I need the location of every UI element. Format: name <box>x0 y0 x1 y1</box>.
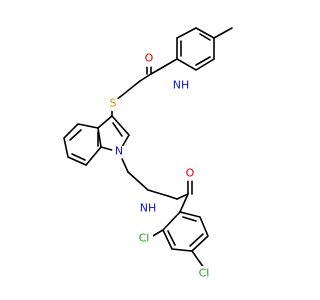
chlorine-label-ortho: Cl <box>139 232 150 245</box>
oxygen-label-top: O <box>145 52 154 65</box>
sulfur-label: S <box>110 97 117 110</box>
structure-diagram: O NH S N NH O Cl Cl <box>63 27 233 280</box>
nitrogen-label-indole: N <box>115 145 123 158</box>
oxygen-label-bottom: O <box>186 167 195 180</box>
nh-label-top: NH <box>173 79 190 92</box>
tolyl-ring <box>176 27 215 71</box>
methyl-bond <box>213 27 233 39</box>
chlorine-label-para: Cl <box>199 267 210 280</box>
nh-label-bottom: NH <box>140 202 157 215</box>
atom-labels: O NH S N NH O Cl Cl <box>106 52 213 280</box>
